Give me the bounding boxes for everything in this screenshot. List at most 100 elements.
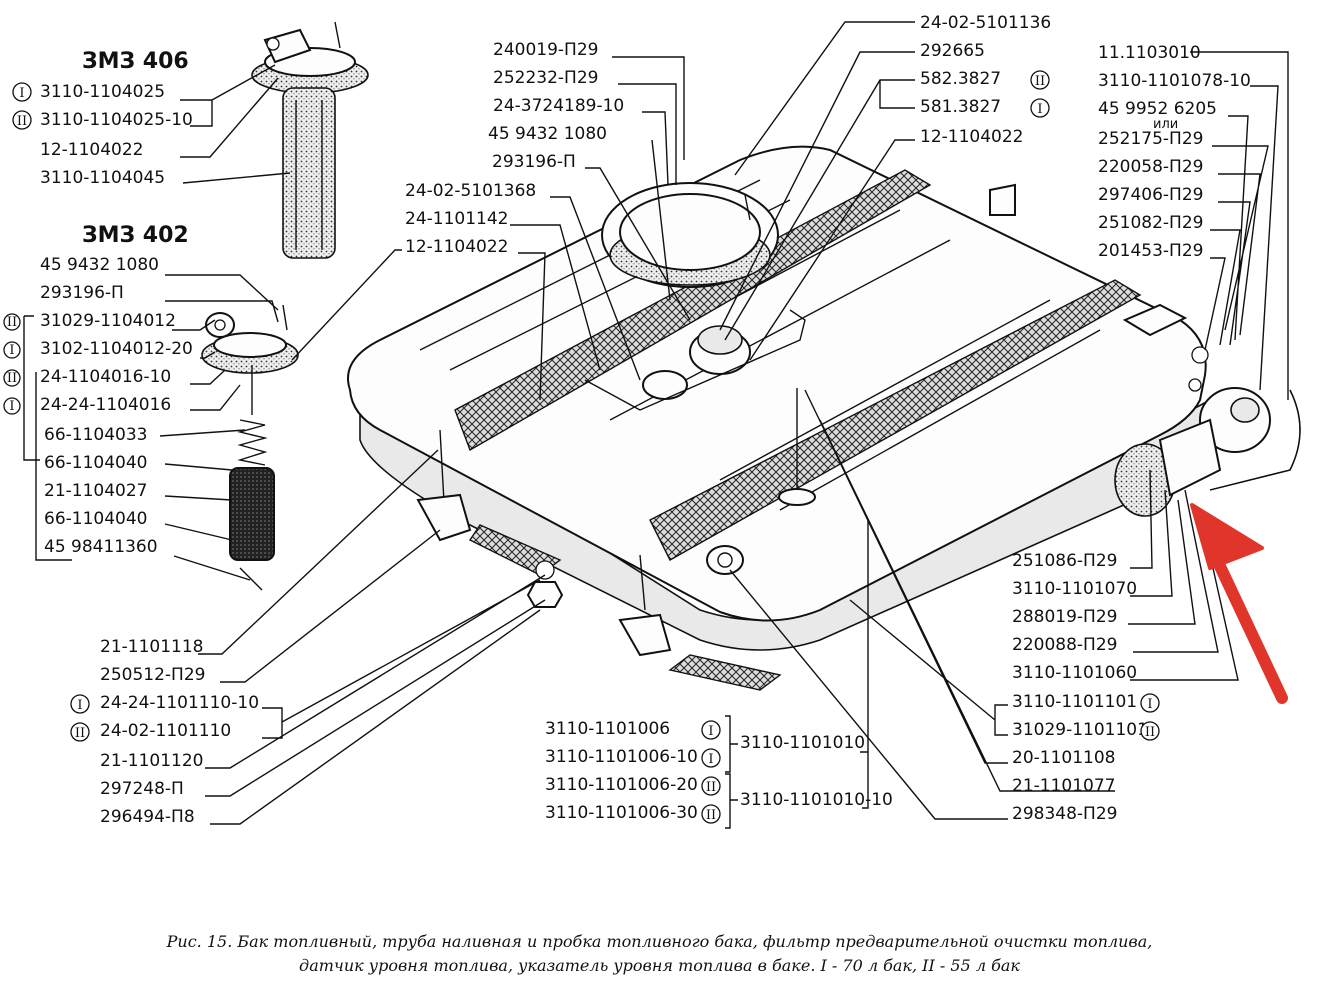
part-label: 297406-П29 (1098, 185, 1203, 205)
part-label: 3110-1101006 (545, 719, 670, 739)
tank-strap-bottom-left (468, 524, 562, 576)
part-label: 3110-1104025 (40, 82, 165, 102)
part-label: 3110-1101060 (1012, 663, 1137, 683)
sensor-406 (251, 21, 369, 259)
fuel-tank (347, 145, 1211, 691)
part-label: 24-02-5101136 (920, 13, 1051, 33)
caption-line-1: Рис. 15. Бак топливный, труба наливная и… (166, 932, 1153, 951)
part-label: 12-1104022 (405, 237, 508, 257)
roman-marker (3, 341, 21, 359)
part-label: 66-1104033 (44, 425, 147, 445)
part-label: 45 98411360 (44, 537, 158, 557)
part-label: 297248-П (100, 779, 184, 799)
part-label: 24-24-1101110-10 (100, 693, 259, 713)
part-label: 21-1104027 (44, 481, 147, 501)
part-label: 24-02-5101368 (405, 181, 536, 201)
tank-bracket (989, 183, 1016, 216)
part-label: 3110-1101010-10 (740, 790, 893, 810)
part-label: 3102-1104012-20 (40, 339, 193, 359)
washer (535, 560, 555, 580)
part-label: 220058-П29 (1098, 157, 1203, 177)
roman-marker (70, 722, 90, 742)
sender-cover (601, 182, 779, 288)
roman-marker (1140, 721, 1160, 741)
roman-numeral: II (75, 726, 85, 741)
roman-marker (70, 694, 90, 714)
part-label: 21-1101077 (1012, 776, 1115, 796)
roman-numeral: II (706, 780, 716, 795)
roman-marker (3, 313, 21, 331)
part-label: 582.3827 (920, 69, 1001, 89)
roman-marker (701, 720, 721, 740)
roman-numeral: II (7, 371, 17, 386)
part-label: 3110-1101101 (1012, 692, 1137, 712)
labels-top: 240019-П29 252232-П29 24-3724189-10 45 9… (405, 40, 691, 401)
part-label: 250512-П29 (100, 665, 205, 685)
level-sender (584, 309, 806, 411)
labels-402: 45 9432 1080 293196-П II 31029-1104012 I… (3, 249, 402, 581)
part-label: 31029-1101101 (1012, 720, 1148, 740)
part-label: 3110-1101010 (740, 733, 865, 753)
roman-numeral: I (1037, 102, 1042, 117)
roman-marker (1140, 693, 1160, 713)
labels-bottom-left: 21-1101118 250512-П29 I 24-24-1101110-10… (70, 449, 546, 827)
part-label: 251082-П29 (1098, 213, 1203, 233)
roman-numeral: I (19, 86, 24, 101)
roman-marker (1030, 98, 1050, 118)
part-label: или (1153, 117, 1178, 132)
caption-line-2: датчик уровня топлива, указатель уровня … (299, 956, 1020, 975)
mount-bracket-mid (618, 613, 672, 657)
part-label: 24-3724189-10 (493, 96, 624, 116)
roman-numeral: I (9, 399, 14, 414)
part-label: 293196-П (40, 283, 124, 303)
part-label: 220088-П29 (1012, 635, 1117, 655)
roman-numeral: II (17, 114, 27, 129)
part-label: 252175-П29 (1098, 129, 1203, 149)
part-label: 3110-1101070 (1012, 579, 1137, 599)
part-label: 31029-1104012 (40, 311, 176, 331)
roman-numeral: II (706, 808, 716, 823)
part-label: 292665 (920, 41, 985, 61)
part-label: 288019-П29 (1012, 607, 1117, 627)
labels-bottom-center: 3110-1101006 I 3110-1101006-10 I 3110-11… (545, 520, 893, 829)
roman-marker (701, 748, 721, 768)
part-label: 45 9432 1080 (488, 124, 607, 144)
part-label: 240019-П29 (493, 40, 598, 60)
part-label: 66-1104040 (44, 453, 147, 473)
roman-numeral: I (708, 724, 713, 739)
part-label: 45 9952 6205 (1098, 99, 1217, 119)
sensor-402 (201, 304, 299, 591)
labels-bottom-right: 251086-П29 3110-1101070 288019-П29 22008… (729, 389, 1239, 824)
figure-caption: Рис. 15. Бак топливный, труба наливная и… (0, 930, 1319, 978)
roman-numeral: I (9, 343, 14, 358)
roman-marker (12, 110, 32, 130)
part-label: 21-1101120 (100, 751, 203, 771)
roman-marker (701, 776, 721, 796)
part-label: 11.1103010 (1098, 43, 1201, 63)
roman-marker (1030, 70, 1050, 90)
roman-marker (3, 369, 21, 387)
roman-numeral: I (77, 698, 82, 713)
header-zmz406: ЗМЗ 406 (82, 49, 189, 74)
labels-right: 11.1103010 3110-1101078-10 45 9952 6205 … (1098, 43, 1289, 400)
part-label: 252232-П29 (493, 68, 598, 88)
roman-marker (3, 397, 21, 415)
part-label: 24-02-1101110 (100, 721, 231, 741)
strap-hook-mid (639, 554, 646, 611)
tank-bolt (778, 388, 816, 506)
part-label: 3110-1101006-10 (545, 747, 698, 767)
part-label: 12-1104022 (40, 140, 143, 160)
part-label: 24-1101142 (405, 209, 508, 229)
roman-numeral: I (708, 752, 713, 767)
tank-top-surface (347, 145, 1207, 622)
part-label: 3110-1101078-10 (1098, 71, 1251, 91)
drain-plug (706, 545, 744, 575)
part-label: 66-1104040 (44, 509, 147, 529)
labels-top-right: 24-02-5101136 292665 582.3827 II 581.382… (719, 13, 1051, 361)
part-label: 20-1101108 (1012, 748, 1115, 768)
part-label: 298348-П29 (1012, 804, 1117, 824)
tank-strap-right (649, 279, 1142, 561)
roman-numeral: II (1145, 725, 1155, 740)
part-label: 21-1101118 (100, 637, 203, 657)
